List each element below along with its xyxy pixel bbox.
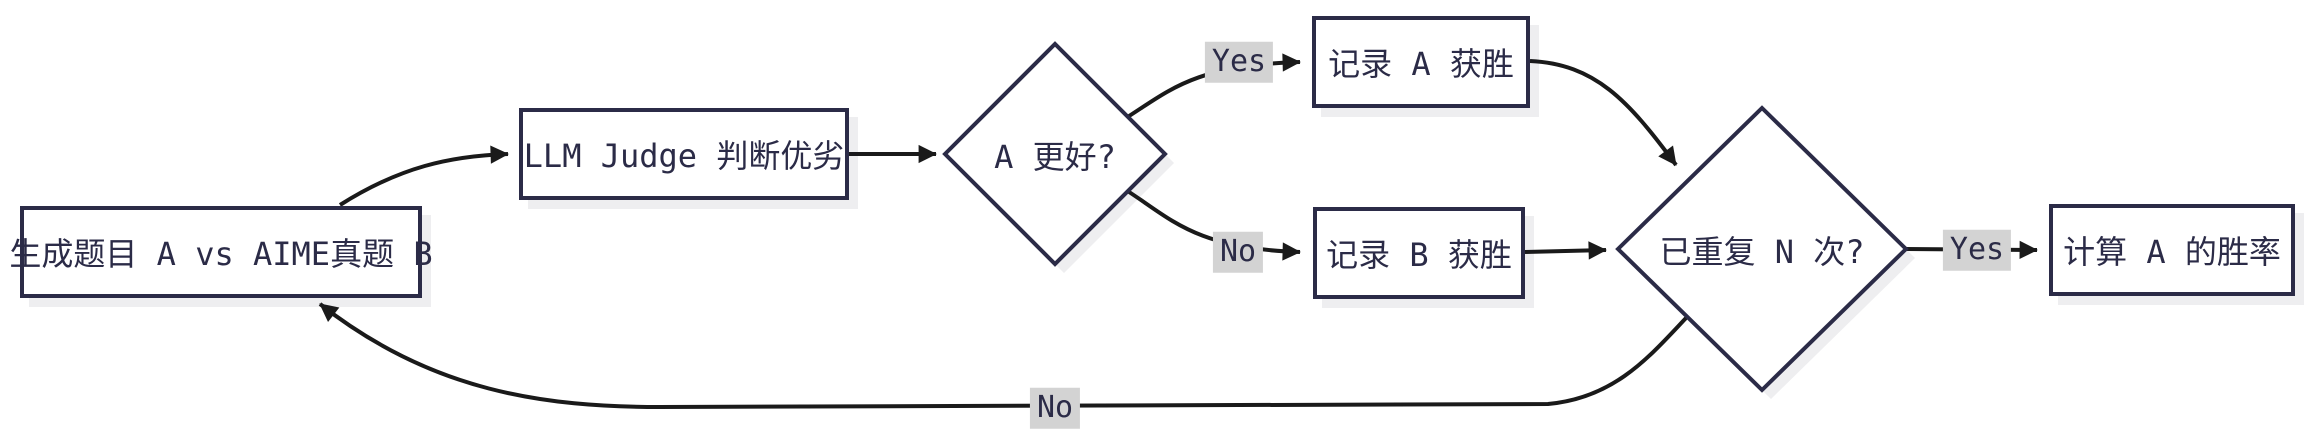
edge-record-b-to-repeated-n — [1524, 241, 1607, 260]
decision-a-better-label: A 更好? — [994, 138, 1116, 176]
node-judge: LLM Judge 判断优劣 — [519, 108, 849, 200]
edge-generate-to-judge — [338, 145, 509, 207]
node-record-a: 记录 A 获胜 — [1312, 16, 1530, 108]
edge-a-better-no-to-record-b — [1124, 188, 1301, 261]
node-record-b: 记录 B 获胜 — [1313, 207, 1525, 299]
node-record-a-label: 记录 A 获胜 — [1328, 45, 1514, 83]
edge-label-yes-winrate: Yes — [1942, 229, 2012, 271]
edge-record-a-to-repeated-n — [1529, 59, 1678, 167]
node-generate-label: 生成题目 A vs AIME真题 B — [9, 235, 433, 273]
node-winrate-label: 计算 A 的胜率 — [2063, 233, 2281, 271]
decision-repeated-n-label: 已重复 N 次? — [1659, 233, 1865, 271]
decision-repeated-n — [1615, 105, 1909, 393]
node-generate: 生成题目 A vs AIME真题 B — [9, 206, 433, 298]
node-judge-label: LLM Judge 判断优劣 — [523, 137, 845, 175]
edge-label-no-loop: No — [1029, 387, 1081, 429]
edge-label-no-record-b: No — [1212, 231, 1264, 273]
edge-repeated-n-no-to-generate — [318, 302, 1688, 410]
edge-label-yes-record-a: Yes — [1204, 41, 1274, 83]
decision-a-better — [942, 41, 1168, 267]
node-record-b-label: 记录 B 获胜 — [1326, 236, 1512, 274]
node-winrate: 计算 A 的胜率 — [2049, 204, 2295, 296]
